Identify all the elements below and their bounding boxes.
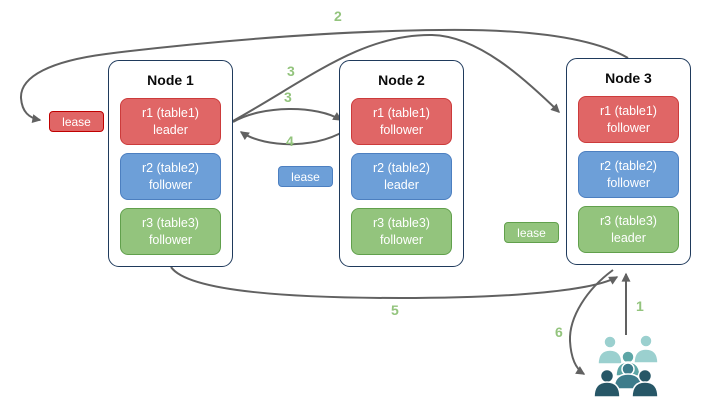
node-2-box: Node 2 r1 (table1) follower r2 (table2) … bbox=[339, 60, 464, 267]
user-person-dark-right bbox=[631, 368, 659, 398]
user-person-light-left bbox=[597, 335, 623, 365]
flow-number-3-upper: 3 bbox=[287, 63, 295, 79]
arrow-flow-5-node1-to-node3 bbox=[170, 266, 619, 300]
node1-replica-r2: r2 (table2) follower bbox=[120, 153, 221, 200]
node3-replica-r2: r2 (table2) follower bbox=[578, 151, 679, 198]
lease-label-red: lease bbox=[49, 111, 104, 132]
user-person-light-right bbox=[633, 334, 659, 364]
flow-number-3-lower: 3 bbox=[284, 89, 292, 105]
node-1-box: Node 1 r1 (table1) leader r2 (table2) fo… bbox=[108, 60, 233, 267]
node2-replica-r3: r3 (table3) follower bbox=[351, 208, 452, 255]
replica-role: leader bbox=[384, 177, 419, 192]
node3-replica-r1: r1 (table1) follower bbox=[578, 96, 679, 143]
arrow-flow-4-node2-to-leader bbox=[239, 126, 351, 146]
flow-number-2: 2 bbox=[334, 8, 342, 24]
node-1-title: Node 1 bbox=[147, 72, 194, 88]
replica-name: r3 (table3) bbox=[142, 216, 199, 231]
flow-number-1: 1 bbox=[636, 298, 644, 314]
node-2-title: Node 2 bbox=[378, 72, 425, 88]
node1-replica-r3: r3 (table3) follower bbox=[120, 208, 221, 255]
node1-replica-r1: r1 (table1) leader bbox=[120, 98, 221, 145]
arrow-flow-3-leader-to-node2-follower bbox=[232, 108, 343, 123]
lease-label-green: lease bbox=[504, 222, 559, 243]
replica-role: follower bbox=[148, 232, 193, 247]
replica-role: leader bbox=[153, 122, 188, 137]
node2-replica-r1: r1 (table1) follower bbox=[351, 98, 452, 145]
node-3-title: Node 3 bbox=[605, 70, 652, 86]
replica-role: follower bbox=[379, 232, 424, 247]
replica-role: follower bbox=[606, 175, 651, 190]
replica-role: leader bbox=[611, 230, 646, 245]
arrow-flow-6-node3-to-users bbox=[568, 269, 614, 375]
replica-role: follower bbox=[606, 120, 651, 135]
replica-name: r2 (table2) bbox=[373, 161, 430, 176]
node-3-box: Node 3 r1 (table1) follower r2 (table2) … bbox=[566, 58, 691, 265]
replica-name: r1 (table1) bbox=[373, 106, 430, 121]
replica-name: r1 (table1) bbox=[142, 106, 199, 121]
arrow-flow-2-node3-to-lease1 bbox=[19, 28, 629, 124]
flow-number-6: 6 bbox=[555, 324, 563, 340]
users-icon bbox=[593, 334, 659, 398]
node2-replica-r2: r2 (table2) leader bbox=[351, 153, 452, 200]
flow-number-5: 5 bbox=[391, 302, 399, 318]
replica-name: r2 (table2) bbox=[142, 161, 199, 176]
replica-role: follower bbox=[379, 122, 424, 137]
lease-label-blue: lease bbox=[278, 166, 333, 187]
replica-name: r2 (table2) bbox=[600, 159, 657, 174]
replica-name: r1 (table1) bbox=[600, 104, 657, 119]
user-person-dark-left bbox=[593, 368, 621, 398]
replica-name: r3 (table3) bbox=[373, 216, 430, 231]
node3-replica-r3: r3 (table3) leader bbox=[578, 206, 679, 253]
flow-number-4: 4 bbox=[286, 133, 294, 149]
replica-name: r3 (table3) bbox=[600, 214, 657, 229]
arrow-flow-3-leader-to-node3-follower bbox=[232, 33, 560, 122]
replica-role: follower bbox=[148, 177, 193, 192]
